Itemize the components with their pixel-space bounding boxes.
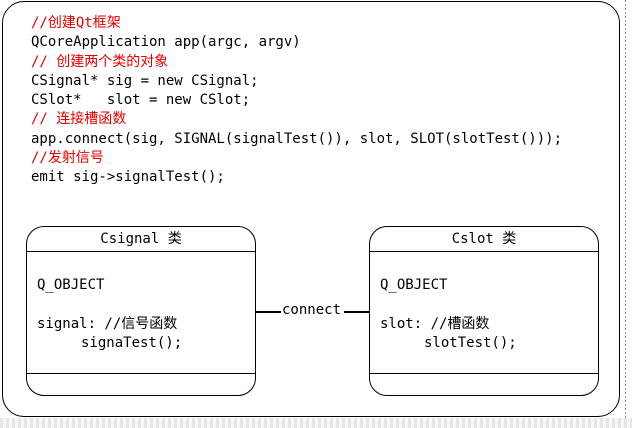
cslot-macro: Q_OBJECT <box>380 277 448 293</box>
code-line: app.connect(sig, SIGNAL(signalTest()), s… <box>31 130 563 147</box>
page-edge-divider <box>625 0 626 428</box>
cslot-box-footer <box>370 373 598 395</box>
cslot-section-label: slot: //槽函数 <box>380 316 490 332</box>
cslot-method: slotTest(); <box>424 335 517 351</box>
code-line: emit sig->signalTest(); <box>31 169 225 186</box>
csignal-box-footer <box>27 373 255 395</box>
code-line: //创建Qt框架 <box>31 15 121 31</box>
csignal-section-label: signal: //信号函数 <box>37 316 178 332</box>
code-line: // 连接槽函数 <box>31 111 127 128</box>
cslot-class-title: Cslot 类 <box>370 227 598 252</box>
code-line: CSignal* sig = new CSignal; <box>31 72 259 89</box>
csignal-class-box: Csignal 类 Q_OBJECT signal: //信号函数 signaT… <box>26 226 256 396</box>
connector-line-right <box>344 311 369 313</box>
code-block: //创建Qt框架 QCoreApplication app(argc, argv… <box>31 14 562 188</box>
code-line: // 创建两个类的对象 <box>31 53 169 70</box>
csignal-macro: Q_OBJECT <box>37 277 105 293</box>
code-line: QCoreApplication app(argc, argv) <box>31 34 301 51</box>
csignal-method: signaTest(); <box>81 335 183 351</box>
code-line: //发射信号 <box>31 150 104 167</box>
connector-label: connect <box>282 302 342 318</box>
connector-line-left <box>256 311 281 313</box>
csignal-class-title: Csignal 类 <box>27 227 255 252</box>
bottom-border-strip <box>0 418 632 428</box>
code-line: CSlot* slot = new CSlot; <box>31 92 251 109</box>
cslot-class-box: Cslot 类 Q_OBJECT slot: //槽函数 slotTest(); <box>369 226 599 396</box>
